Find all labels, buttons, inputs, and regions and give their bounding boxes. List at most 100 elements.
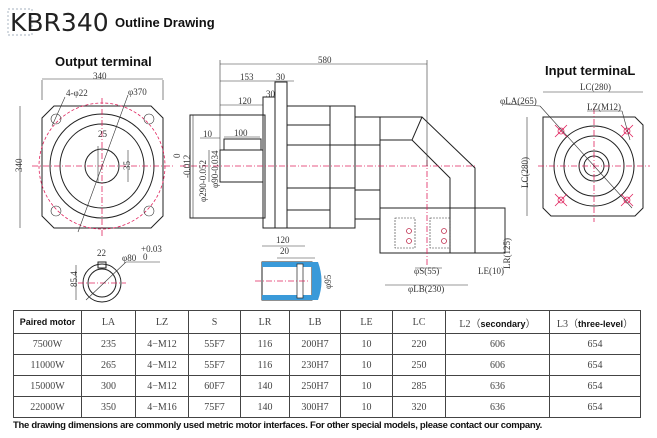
dim-shaft-120: 120: [276, 235, 290, 245]
dimension-table: Paired motor LA LZ S LR LB LE LC L2（seco…: [13, 310, 641, 418]
cell: 285: [392, 375, 446, 397]
subtitle: Outline Drawing: [115, 15, 215, 30]
cell: 11000W: [13, 354, 82, 376]
dim-lz: LZ(M12): [587, 102, 621, 112]
dim-key-width: 22: [97, 248, 106, 258]
l3-three-level: three-level: [578, 318, 624, 329]
cell: 140: [240, 396, 290, 418]
cell: 300: [81, 375, 136, 397]
col-lc: LC: [392, 310, 446, 334]
title-frame: [7, 8, 33, 36]
cell: 250: [392, 354, 446, 376]
cell: 116: [240, 333, 290, 355]
cell: 15000W: [13, 375, 82, 397]
dim-shaft-tol: +0.03: [141, 244, 162, 254]
cell: 7500W: [13, 333, 82, 355]
dim-100: 100: [234, 128, 248, 138]
dim-shaft-dia: φ80: [122, 253, 137, 263]
cell: 606: [445, 333, 550, 355]
cell: 22000W: [13, 396, 82, 418]
cell: 60F7: [188, 375, 241, 397]
dim-le: LE(10): [478, 266, 504, 276]
l2-label: L2（: [459, 318, 481, 330]
dim-total-length: 580: [318, 55, 332, 65]
input-flange-view: LC(280) LC(280) φLA(265) LZ(M12): [500, 82, 650, 222]
dim-shaft-95: φ95: [323, 274, 333, 289]
dim-lc-side: LC(280): [520, 157, 530, 188]
dim-shaft-tol: -0.012: [182, 155, 192, 178]
dim-lr: LR(125): [502, 238, 512, 269]
col-la: LA: [81, 310, 136, 334]
cell: 75F7: [188, 396, 241, 418]
cell: 10: [340, 396, 393, 418]
dim-shaft-tol0: 0: [143, 252, 148, 262]
cell: 4−M16: [135, 396, 189, 418]
cell: 320: [392, 396, 446, 418]
dim-s: φS(55): [414, 266, 439, 276]
dim-holes: 4-φ22: [66, 88, 88, 98]
cell: 636: [445, 375, 550, 397]
dim-lc-top: LC(280): [580, 82, 611, 92]
dim-pcd: φ370: [128, 87, 147, 97]
cell: 116: [240, 354, 290, 376]
cell: 4−M12: [135, 354, 189, 376]
cell: 200H7: [289, 333, 341, 355]
cell: 220: [392, 333, 446, 355]
cell: 4−M12: [135, 333, 189, 355]
output-flange-view: 340 340 4-φ22 φ370 25 35: [14, 71, 175, 236]
dim-flange-tol: 0: [172, 153, 182, 158]
cell: 300H7: [289, 396, 341, 418]
l2-secondary: secondary: [480, 318, 526, 329]
cell: 10: [340, 354, 393, 376]
dim-shaft: φ90-0.034: [210, 150, 220, 188]
col-lb: LB: [289, 310, 341, 334]
cell: 235: [81, 333, 136, 355]
cell: 654: [549, 333, 641, 355]
dim-10: 10: [203, 129, 213, 139]
dim-120: 120: [238, 96, 252, 106]
col-lr: LR: [240, 310, 290, 334]
l2-close: ）: [525, 318, 536, 330]
table-header-row: Paired motor LA LZ S LR LB LE LC L2（seco…: [13, 310, 641, 334]
input-terminal-title: Input terminaL: [545, 63, 635, 78]
model-title: KBR340: [10, 8, 109, 37]
cell: 140: [240, 375, 290, 397]
side-view: 580 153 30 30 120 10 100 φ290-0.052 0 φ9…: [172, 55, 512, 294]
dim-153: 153: [240, 72, 254, 82]
dim-key: 25: [98, 129, 108, 139]
shaft-section-detail: 120 20 φ95: [255, 235, 333, 301]
cell: 654: [549, 375, 641, 397]
cell: 606: [445, 354, 550, 376]
col-l2: L2（secondary）: [445, 310, 550, 334]
cell: 636: [445, 396, 550, 418]
col-lz: LZ: [135, 310, 189, 334]
l3-close: ）: [623, 318, 634, 330]
cell: 10: [340, 333, 393, 355]
cell: 265: [81, 354, 136, 376]
dim-30a: 30: [276, 72, 286, 82]
dim-width: 340: [93, 71, 107, 81]
col-le: LE: [340, 310, 393, 334]
drawing-canvas: KBR340 Outline Drawing Output terminal 3…: [7, 8, 650, 303]
col-s: S: [188, 310, 241, 334]
dim-bore: 35: [122, 161, 132, 171]
dim-lb: φLB(230): [408, 284, 444, 294]
dim-shaft-20: 20: [280, 246, 290, 256]
cell: 4−M12: [135, 375, 189, 397]
cell: 55F7: [188, 354, 241, 376]
col-paired-motor: Paired motor: [13, 310, 82, 334]
cell: 350: [81, 396, 136, 418]
shaft-key-view: 22 φ80 +0.03 0 85.4: [69, 244, 162, 303]
cell: 10: [340, 375, 393, 397]
output-terminal-title: Output terminal: [55, 54, 152, 69]
dim-height: 340: [14, 158, 24, 172]
cell: 230H7: [289, 354, 341, 376]
cell: 654: [549, 354, 641, 376]
l3-label: L3（: [556, 318, 579, 330]
dim-flange: φ290-0.052: [198, 160, 208, 202]
cell: 654: [549, 396, 641, 418]
